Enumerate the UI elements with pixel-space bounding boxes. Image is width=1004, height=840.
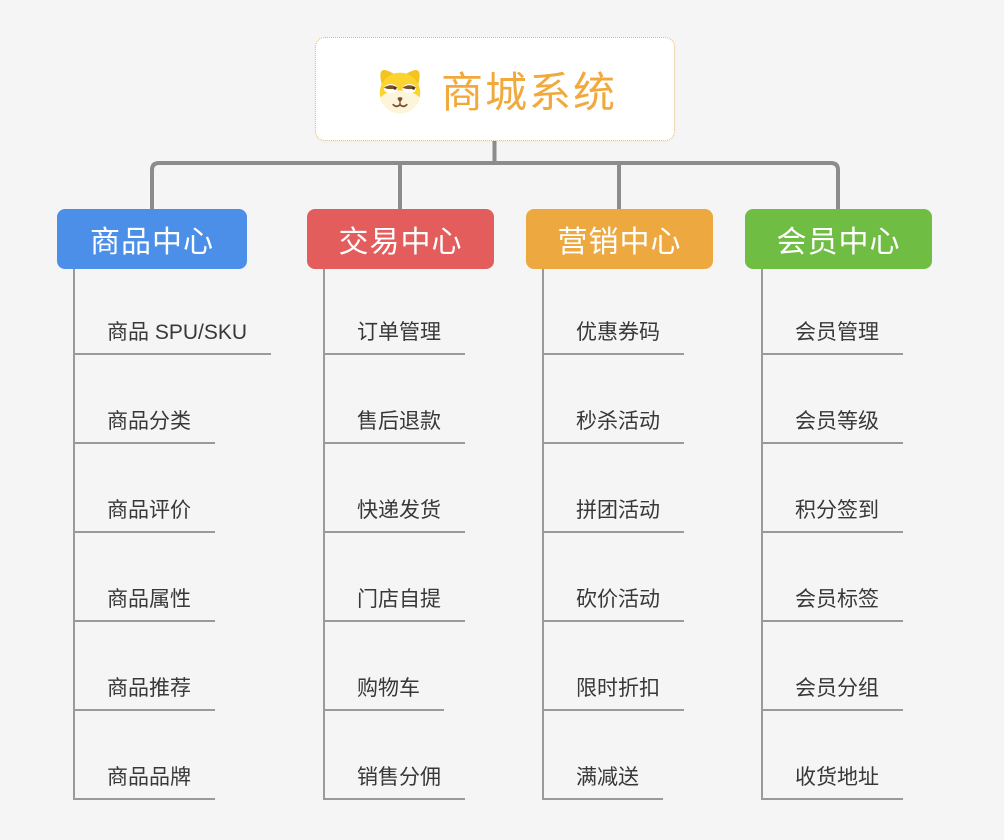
branch-children: 会员管理会员等级积分签到会员标签会员分组收货地址: [761, 269, 903, 800]
branch-topic[interactable]: 交易中心: [307, 209, 494, 269]
child-topic-label: 快递发货: [323, 494, 465, 533]
child-topic[interactable]: 砍价活动: [542, 533, 684, 622]
child-topic-label: 会员分组: [761, 672, 903, 711]
branch-rail-line: [150, 161, 840, 210]
child-topic[interactable]: 会员分组: [761, 622, 903, 711]
child-topic[interactable]: 满减送: [542, 711, 684, 800]
root-topic-label: 商城系统: [440, 68, 617, 116]
branch-children: 商品 SPU/SKU 商品分类商品评价商品属性商品推荐商品品牌: [73, 269, 272, 800]
child-topic-label: 满减送: [542, 761, 663, 800]
child-topic[interactable]: 收货地址: [761, 711, 903, 800]
branch-topic[interactable]: 会员中心: [745, 209, 932, 269]
child-topic-label: 商品分类: [73, 405, 215, 444]
child-topic[interactable]: 会员标签: [761, 533, 903, 622]
child-topic-label: 购物车: [323, 672, 444, 711]
child-topic-label: 商品品牌: [73, 761, 215, 800]
child-topic-label: 秒杀活动: [542, 405, 684, 444]
child-topic[interactable]: 门店自提: [323, 533, 465, 622]
child-topic[interactable]: 优惠券码: [542, 269, 684, 355]
child-topic[interactable]: 商品评价: [73, 444, 271, 533]
child-topic[interactable]: 商品属性: [73, 533, 271, 622]
child-topic[interactable]: 快递发货: [323, 444, 465, 533]
child-topic-label: 会员管理: [761, 316, 903, 355]
child-topic[interactable]: 秒杀活动: [542, 355, 684, 444]
branch-children: 优惠券码秒杀活动拼团活动砍价活动限时折扣满减送: [542, 269, 684, 800]
child-topic-label: 商品推荐: [73, 672, 215, 711]
child-topic-label: 商品评价: [73, 494, 215, 533]
child-topic-label: 商品属性: [73, 583, 215, 622]
child-topic-label: 售后退款: [323, 405, 465, 444]
child-topic-label: 拼团活动: [542, 494, 684, 533]
branch-children: 订单管理售后退款快递发货门店自提购物车销售分佣: [323, 269, 465, 800]
child-topic[interactable]: 订单管理: [323, 269, 465, 355]
child-topic[interactable]: 商品品牌: [73, 711, 271, 800]
child-topic[interactable]: 会员管理: [761, 269, 903, 355]
dog-face-icon: [379, 69, 421, 113]
child-topic-label: 限时折扣: [542, 672, 684, 711]
child-topic-label: 优惠券码: [542, 316, 684, 355]
child-topic-label: 积分签到: [761, 494, 903, 533]
child-topic-label: 会员等级: [761, 405, 903, 444]
child-topic[interactable]: 商品推荐: [73, 622, 271, 711]
root-topic[interactable]: 商城系统: [315, 37, 675, 141]
child-topic-label: 会员标签: [761, 583, 903, 622]
child-topic[interactable]: 商品 SPU/SKU: [73, 269, 272, 355]
child-topic-label: 收货地址: [761, 761, 903, 800]
child-topic[interactable]: 商品分类: [73, 355, 271, 444]
child-topic-label: 销售分佣: [323, 761, 465, 800]
child-topic-label: 砍价活动: [542, 583, 684, 622]
child-topic[interactable]: 销售分佣: [323, 711, 465, 800]
child-topic[interactable]: 会员等级: [761, 355, 903, 444]
branch-topic[interactable]: 商品中心: [57, 209, 247, 269]
child-topic-label: 商品 SPU/SKU: [73, 316, 272, 355]
child-topic-label: 订单管理: [323, 316, 465, 355]
branch-topic[interactable]: 营销中心: [526, 209, 713, 269]
child-topic[interactable]: 售后退款: [323, 355, 465, 444]
child-topic[interactable]: 拼团活动: [542, 444, 684, 533]
child-topic[interactable]: 限时折扣: [542, 622, 684, 711]
tree-connector-lines: [150, 139, 840, 210]
child-topic[interactable]: 积分签到: [761, 444, 903, 533]
child-topic[interactable]: 购物车: [323, 622, 465, 711]
child-topic-label: 门店自提: [323, 583, 465, 622]
